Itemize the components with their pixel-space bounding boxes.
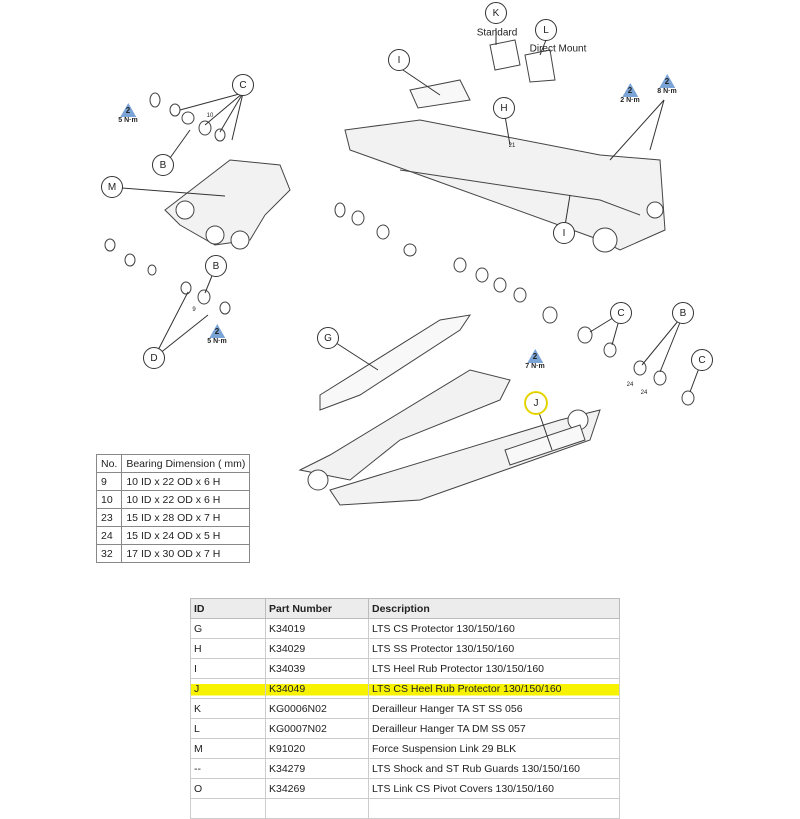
caption-direct-mount: Direct Mount [529,43,587,55]
header-cell: Part Number [265,598,369,619]
callout-C: C [610,302,632,324]
rocker-link [164,159,291,250]
callout-C: C [232,74,254,96]
caption-standard: Standard [476,27,518,39]
torque-icon: 2 [621,83,638,97]
header-cell: No. [95,454,123,473]
torque-icon: 2 [658,74,675,88]
callout-B: B [672,302,694,324]
callout-B: B [152,154,174,176]
hardware-bearings [104,39,695,406]
header-cell: Bearing Dimension ( mm) [121,454,251,473]
torque-icon: 2 [119,103,136,117]
callout-K: K [485,2,507,24]
bearing-mark: 9 [192,307,196,313]
callout-C: C [691,349,713,371]
callout-D: D [143,347,165,369]
callout-L: L [535,19,557,41]
seatstay-frame [344,119,666,253]
exploded-parts-diagram [104,28,703,506]
header-cell: ID [190,598,266,619]
bearing-mark: 21 [508,143,516,149]
torque-icon: 2 [526,349,543,363]
bearing-mark: 10 [206,113,214,119]
callout-M: M [101,176,123,198]
callout-H: H [493,97,515,119]
chainstay-frame [298,369,601,506]
protector-parts [319,79,586,466]
callout-G: G [317,327,339,349]
table-row [190,798,620,819]
torque-icon: 2 [208,324,225,338]
callout-I: I [388,49,410,71]
callout-I: I [553,222,575,244]
bearing-mark: 24 [626,382,634,388]
header-cell: Description [368,598,620,619]
bearing-mark: 24 [640,390,648,396]
callout-J: J [525,392,547,414]
callout-B: B [205,255,227,277]
